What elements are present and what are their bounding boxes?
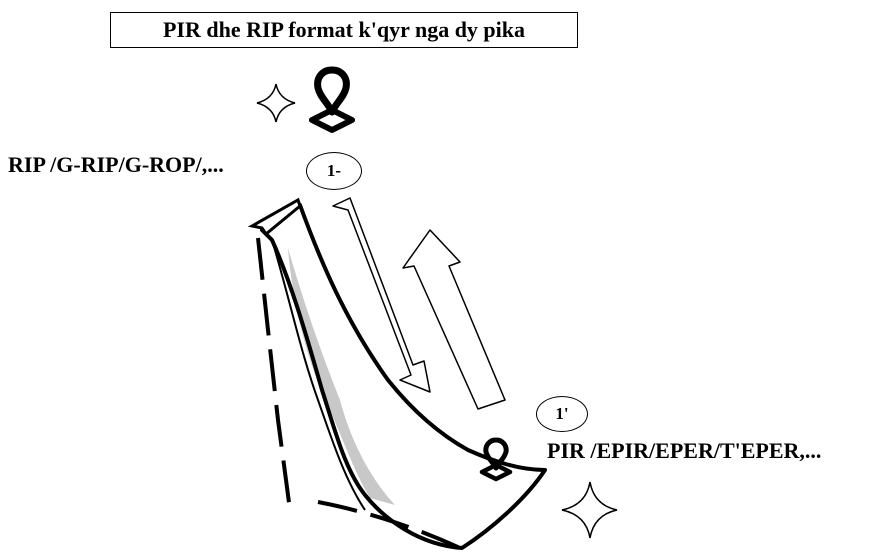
diagram-title: PIR dhe RIP format k'qyr nga dy pika <box>110 12 578 48</box>
arrow-up <box>402 229 506 410</box>
slope-ridge-line <box>271 239 366 511</box>
sparkle-icon <box>256 83 296 123</box>
slope-top-cap <box>247 197 302 237</box>
arrow-down <box>332 197 431 393</box>
dashed-boundary <box>256 237 292 511</box>
map-pin-icon <box>309 66 355 133</box>
map-pin-icon <box>479 437 513 482</box>
dashed-base <box>317 500 461 550</box>
viewpoint-top-label: RIP /G-RIP/G-ROP/,... <box>8 152 224 177</box>
slope-outline <box>260 203 547 550</box>
viewpoint-bottom-marker: 1' <box>536 396 588 432</box>
viewpoint-top-marker: 1- <box>306 152 362 190</box>
sparkle-icon <box>561 481 618 539</box>
viewpoint-bottom-label: PIR /EPIR/EPER/T'EPER,... <box>547 438 822 463</box>
